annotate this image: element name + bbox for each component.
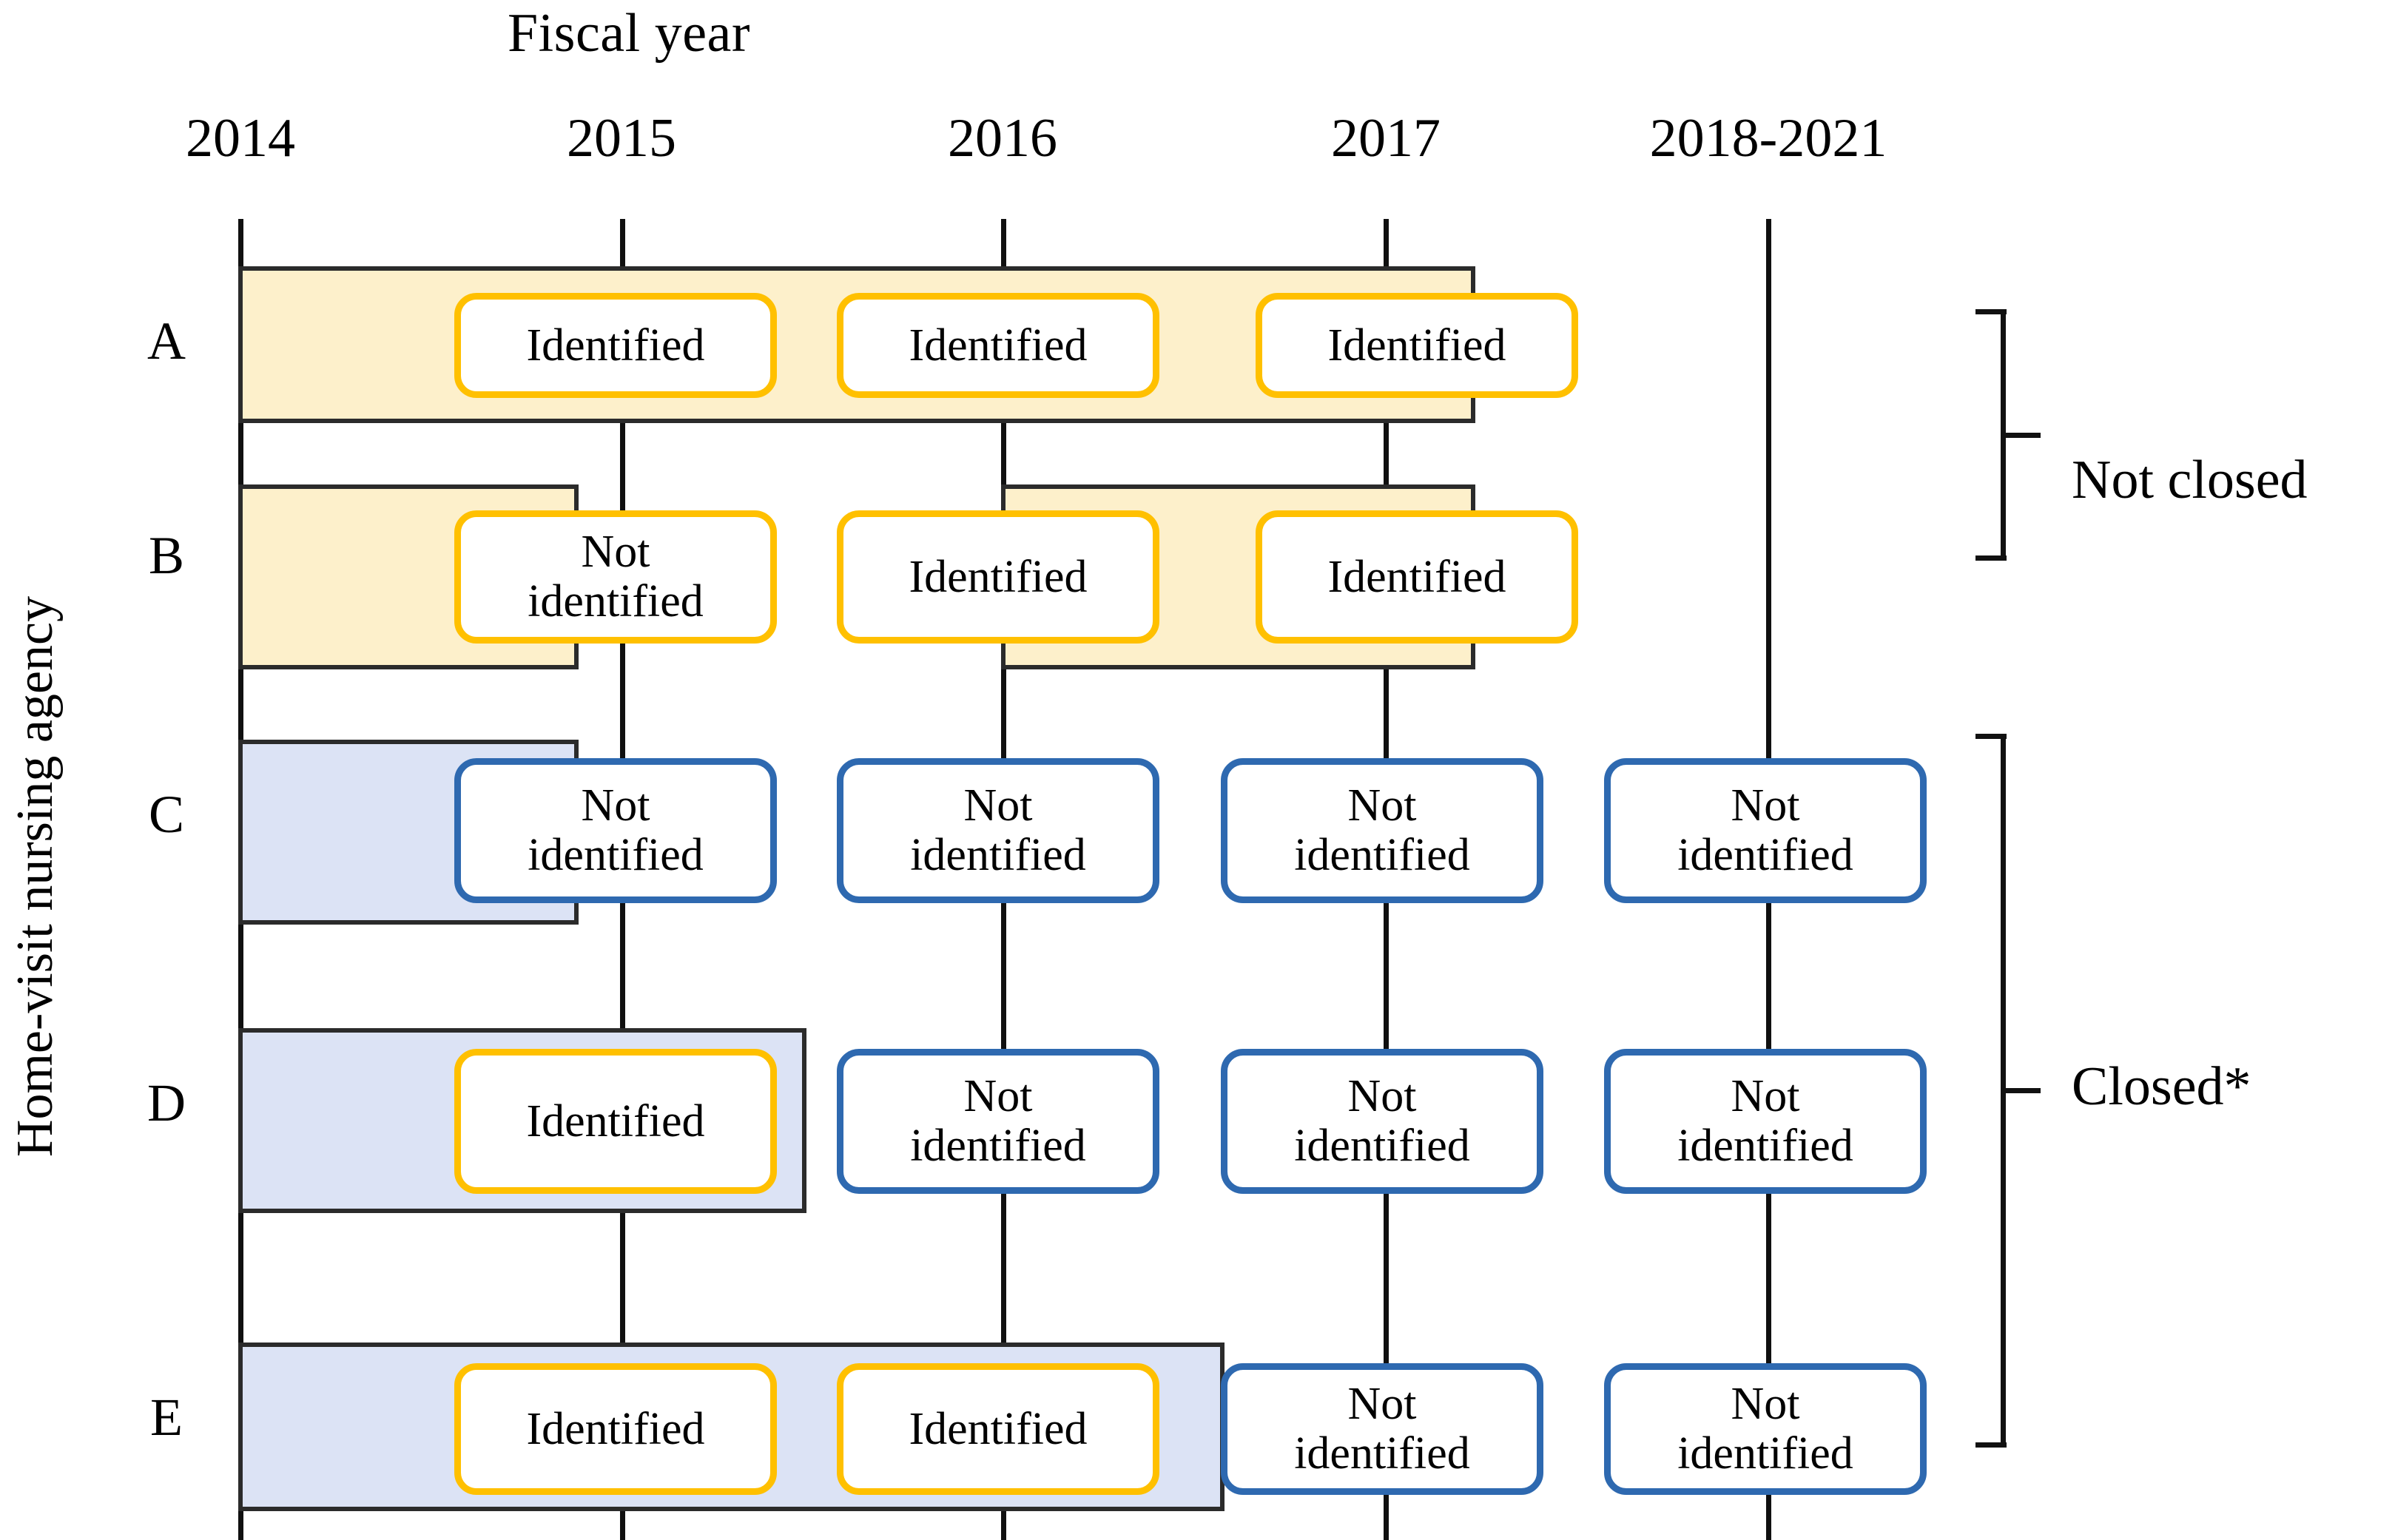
status-box-d-2018-2021[interactable]: Not identified: [1604, 1049, 1927, 1194]
status-box-a-2016[interactable]: Identified: [837, 293, 1159, 398]
status-box-a-2015-label: Identified: [526, 320, 705, 371]
status-box-c-2018-2021[interactable]: Not identified: [1604, 758, 1927, 903]
status-box-b-2016-label: Identified: [909, 551, 1088, 602]
status-box-e-2015-label: Identified: [526, 1403, 705, 1454]
x-tick-2016: 2016: [948, 108, 1057, 169]
status-box-e-2018-2021[interactable]: Not identified: [1604, 1363, 1927, 1495]
status-box-c-2017-line1: Not: [1347, 780, 1417, 831]
x-tick-2017: 2017: [1331, 108, 1441, 169]
bracket-closed-bot-cap: [1975, 1442, 2007, 1448]
status-box-c-2016-line2: identified: [910, 830, 1086, 880]
status-box-e-2016[interactable]: Identified: [837, 1363, 1159, 1495]
status-box-c-2015-line2: identified: [528, 830, 704, 880]
status-box-c-2015[interactable]: Not identified: [454, 758, 777, 903]
status-box-e-2017-line2: identified: [1294, 1428, 1470, 1479]
status-box-c-2017-line2: identified: [1294, 830, 1470, 880]
chart-title-fiscal-year: Fiscal year: [507, 3, 751, 64]
status-box-d-2017-line2: identified: [1294, 1121, 1470, 1171]
bracket-closed: [1975, 734, 2042, 1448]
status-box-b-2017-label: Identified: [1327, 551, 1506, 602]
row-label-c: C: [148, 785, 185, 844]
bracket-not-closed-top-cap: [1975, 309, 2007, 314]
status-box-d-2016-line1: Not: [963, 1071, 1033, 1122]
status-box-a-2015[interactable]: Identified: [454, 293, 777, 398]
status-box-e-2015[interactable]: Identified: [454, 1363, 777, 1495]
status-box-b-2015-line2: identified: [528, 576, 704, 627]
status-box-e-2018-line2: identified: [1677, 1428, 1853, 1479]
status-box-e-2018-line1: Not: [1731, 1379, 1800, 1430]
bracket-closed-line: [2001, 734, 2006, 1448]
status-box-c-2016-line1: Not: [963, 780, 1033, 831]
status-box-d-2015[interactable]: Identified: [454, 1049, 777, 1194]
status-box-a-2017-label: Identified: [1327, 320, 1506, 371]
status-box-e-2017[interactable]: Not identified: [1221, 1363, 1543, 1495]
status-box-c-2017[interactable]: Not identified: [1221, 758, 1543, 903]
status-box-b-2017[interactable]: Identified: [1256, 510, 1578, 644]
row-label-d: D: [147, 1073, 186, 1132]
bracket-not-closed-bot-cap: [1975, 555, 2007, 561]
status-box-d-2018-line2: identified: [1677, 1121, 1853, 1171]
x-tick-2015: 2015: [567, 108, 676, 169]
x-tick-2014: 2014: [186, 108, 295, 169]
row-label-b: B: [148, 526, 185, 585]
status-box-d-2015-label: Identified: [526, 1095, 705, 1146]
bracket-not-closed-nub: [2005, 433, 2041, 438]
bracket-not-closed-line: [2001, 309, 2006, 561]
group-label-closed: Closed*: [2072, 1056, 2251, 1117]
bracket-closed-nub: [2005, 1088, 2041, 1093]
status-box-a-2017[interactable]: Identified: [1256, 293, 1578, 398]
x-tick-2018-2021: 2018-2021: [1649, 108, 1887, 169]
status-box-d-2018-line1: Not: [1731, 1071, 1800, 1122]
status-box-d-2017-line1: Not: [1347, 1071, 1417, 1122]
status-box-e-2016-label: Identified: [909, 1403, 1088, 1454]
status-box-c-2018-line1: Not: [1731, 780, 1800, 831]
status-box-a-2016-label: Identified: [909, 320, 1088, 371]
status-box-c-2018-line2: identified: [1677, 830, 1853, 880]
bracket-not-closed: [1975, 309, 2042, 561]
status-box-b-2015-line1: Not: [581, 527, 650, 578]
status-box-d-2017[interactable]: Not identified: [1221, 1049, 1543, 1194]
status-box-c-2015-line1: Not: [581, 780, 650, 831]
row-label-a: A: [147, 311, 186, 371]
bracket-closed-top-cap: [1975, 734, 2007, 739]
status-box-b-2016[interactable]: Identified: [837, 510, 1159, 644]
status-box-d-2016[interactable]: Not identified: [837, 1049, 1159, 1194]
status-box-e-2017-line1: Not: [1347, 1379, 1417, 1430]
row-label-e: E: [150, 1388, 183, 1447]
status-box-b-2015[interactable]: Not identified: [454, 510, 777, 644]
status-box-c-2016[interactable]: Not identified: [837, 758, 1159, 903]
y-axis-title: Home-visit nursing agency: [7, 595, 64, 1158]
status-box-d-2016-line2: identified: [910, 1121, 1086, 1171]
group-label-not-closed: Not closed: [2072, 450, 2308, 510]
